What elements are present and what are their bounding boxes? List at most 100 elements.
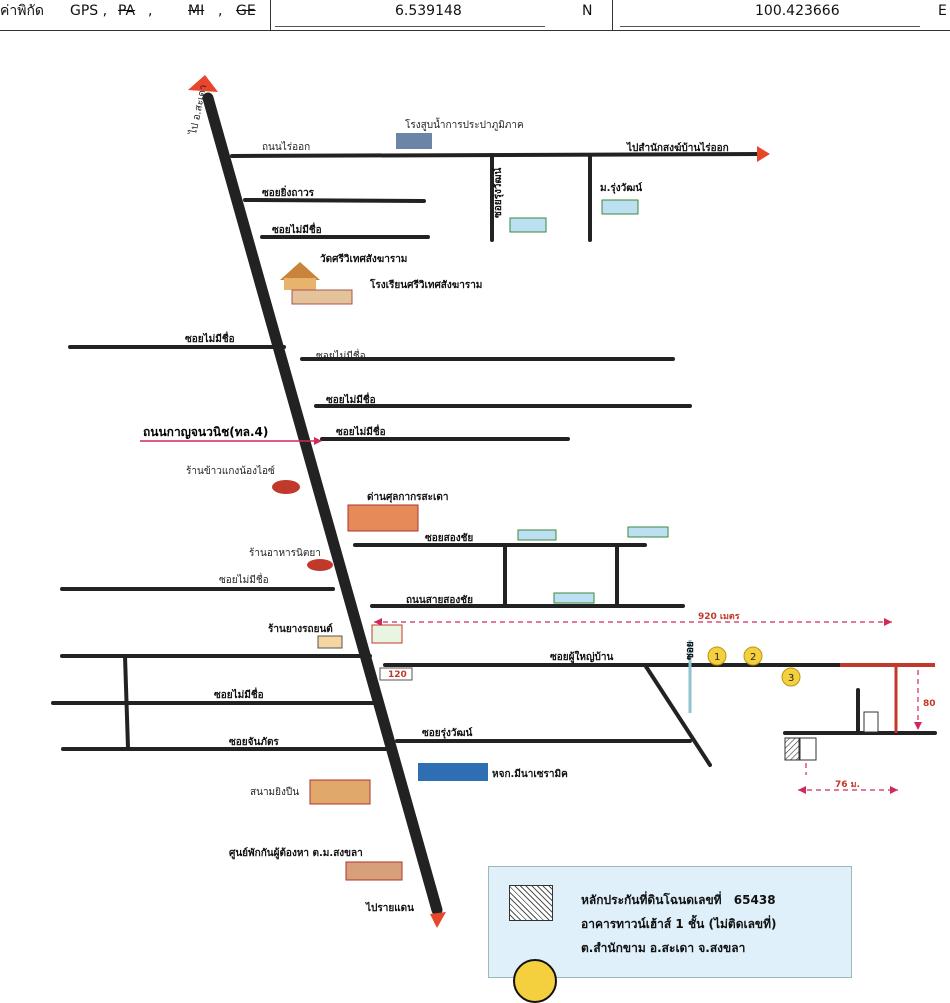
convenience-store-icon <box>371 624 403 644</box>
restaurant-1-label: ร้านข้าวแกงน้องไอซ์ <box>186 465 275 477</box>
distance-arrow-icon <box>884 618 892 626</box>
coordinate-label: ค่าพิกัด <box>0 3 45 19</box>
drug-center-label: ศูนย์พักกันผู้ต้องหา ต.ม.สงขลา <box>229 847 363 860</box>
pointer-arrow-icon <box>314 437 322 445</box>
plot-building-icon <box>799 737 817 761</box>
landmark-icons <box>272 133 669 881</box>
soi-rung-wat-label: ซอยรุ่งวัฒน์ <box>492 167 504 218</box>
side-roads <box>51 152 937 767</box>
marker-1 <box>707 646 727 666</box>
soi-song-chai-label: ซอยสองชัย <box>425 532 473 544</box>
plot-road <box>840 663 935 733</box>
east-arrow-icon <box>757 146 770 162</box>
marker-1-label: 1 <box>714 652 720 663</box>
legend-line-1-value: 65438 <box>733 893 776 907</box>
coordinate-header: ค่าพิกัด GPS , PA , MI , GE 6.539148 N 1… <box>0 0 950 31</box>
legend-line-3: ต.สำนักขาม อ.สะเดา จ.สงขลา <box>581 941 746 955</box>
road-rai-ok <box>230 152 767 158</box>
soi-no-name-left-label: ซอยไม่มีชื่อ <box>185 331 235 345</box>
road-soi-ying-thaworn <box>243 198 426 203</box>
marker-2 <box>743 646 763 666</box>
house-icon <box>553 592 595 604</box>
location-map: 120 1 2 3 ไป อ.สะเดา โรงสูบน้ำการประปาภู… <box>51 75 937 928</box>
km-marker-box <box>379 667 413 681</box>
soi-no-name-4-label: ซอยไม่มีชื่อ <box>336 424 386 438</box>
latitude-direction: N <box>582 3 593 19</box>
top-arrow-icon <box>188 75 218 92</box>
marker-3 <box>781 667 801 687</box>
legend-line-2: อาคารทาวน์เฮ้าส์ 1 ชั้น (ไม่ติดเลขที่) <box>581 917 777 931</box>
header-divider <box>270 0 271 30</box>
plot-box-icon <box>863 711 879 733</box>
thanon-sai-song-chai-label: ถนนสายสองชัย <box>406 594 473 606</box>
restaurant-2-label: ร้านอาหารนิตยา <box>249 547 321 559</box>
struck-option-pa: PA <box>118 3 136 19</box>
distance-arrow-icon <box>890 786 898 794</box>
distance-arrow-icon <box>798 786 806 794</box>
numbered-markers: 1 2 3 <box>707 646 801 687</box>
distance-top-label: 920 เมตร <box>698 612 740 622</box>
legend-line-1: หลักประกันที่ดินโฉนดเลขที่ 65438 <box>581 891 776 910</box>
school-icon <box>291 289 353 305</box>
temple-label: วัดศรีวิเทศสังฆาราม <box>320 253 407 265</box>
customs-label: ด่านศุลกากรสะเดา <box>367 491 449 503</box>
east-arrow-label: ไปสำนักสงฆ์บ้านไร่ออก <box>626 141 729 154</box>
main-road-label: ถนนกาญจนวนิช(ทล.4) <box>143 425 268 439</box>
temple-icon <box>280 262 320 280</box>
longitude-direction: E <box>938 3 947 19</box>
school-label: โรงเรียนศรีวิเทศสังฆาราม <box>369 278 482 291</box>
legend-marker-icon <box>513 959 557 1003</box>
latitude-value: 6.539148 <box>395 3 462 19</box>
soi-phu-yai-ban-label: ซอยผู้ใหญ่บ้าน <box>550 650 613 664</box>
customs-icon <box>347 504 419 532</box>
legend-line-1-label: หลักประกันที่ดินโฉนดเลขที่ <box>581 893 722 907</box>
soi-rung-wat-2-label: ซอยรุ่งวัฒน์ <box>422 727 473 739</box>
house-icon <box>601 199 639 215</box>
struck-option-mi: MI <box>188 3 205 19</box>
shooting-range-icon <box>309 779 371 805</box>
main-highway <box>202 92 443 916</box>
tire-shop-icon <box>317 635 343 649</box>
house-icon <box>509 217 547 233</box>
gps-text: GPS , <box>70 3 108 19</box>
km-marker-label: 120 <box>388 670 407 680</box>
header-bottom-border <box>0 30 950 31</box>
distance-arrow-icon <box>374 618 382 626</box>
distance-side-label: 80 <box>923 699 936 709</box>
soi-no-name-2-label: ซอยไม่มีชื่อ <box>316 348 366 362</box>
distance-bottom-label: 76 ม. <box>835 780 860 790</box>
header-divider <box>612 0 613 30</box>
house-icon <box>517 529 557 541</box>
soi-no-name-left-2-label: ซอยไม่มีชื่อ <box>219 572 269 586</box>
bottom-arrow-label: ไปรายแดน <box>365 901 414 914</box>
struck-option-ge: GE <box>236 3 256 19</box>
soi-no-name-label: ซอยไม่มีชื่อ <box>272 222 322 236</box>
rubber-shop-label: ร้านยางรถยนต์ <box>268 623 333 635</box>
soi-chan-phat-label: ซอยจันภัตร <box>229 736 279 748</box>
longitude-underline <box>620 26 920 27</box>
road-rai-ok-label: ถนนไร่ออก <box>262 141 310 153</box>
marker-3-label: 3 <box>788 673 794 684</box>
dealer-label: หจก.มีนาเซรามิค <box>492 768 568 780</box>
legend-box: หลักประกันที่ดินโฉนดเลขที่ 65438 อาคารทา… <box>488 866 852 1003</box>
road-diagonal <box>643 663 712 767</box>
soi-vertical-label: ซอย <box>685 641 696 660</box>
temple-body-icon <box>284 278 316 290</box>
shooting-range-label: สนามยิงปืน <box>250 786 299 798</box>
legend-hatch-icon <box>509 885 553 921</box>
restaurant-icon <box>307 559 333 571</box>
plot-parcel-icon <box>784 737 800 761</box>
marker-2-label: 2 <box>750 652 756 663</box>
latitude-underline <box>275 26 545 27</box>
drug-center-icon <box>345 861 403 881</box>
bottom-arrow-icon <box>430 912 446 928</box>
water-plant-label: โรงสูบน้ำการประปาภูมิภาค <box>405 117 524 131</box>
soi-ying-thaworn-label: ซอยยิ่งถาวร <box>262 185 315 199</box>
m-rung-wat-label: ม.รุ่งวัฒน์ <box>600 182 642 194</box>
restaurant-icon <box>272 480 300 494</box>
distance-arrow-icon <box>914 722 922 730</box>
longitude-value: 100.423666 <box>755 3 840 19</box>
dealer-icon <box>418 763 488 781</box>
soi-no-name-left-3-label: ซอยไม่มีชื่อ <box>214 687 264 701</box>
water-plant-icon <box>396 133 432 149</box>
